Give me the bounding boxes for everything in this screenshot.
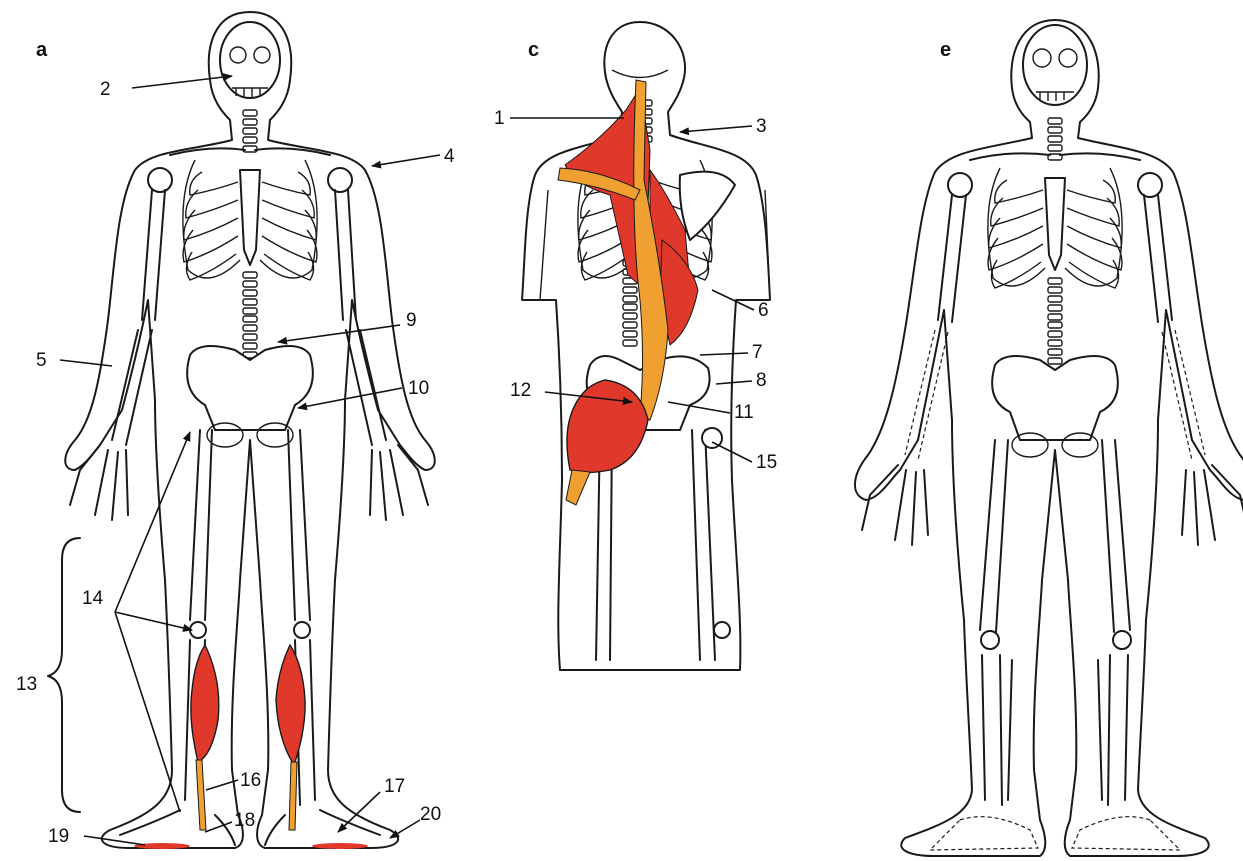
- callout-8: 8: [756, 370, 767, 391]
- achilles-tendon-right: [289, 762, 297, 830]
- panel-c-figure: [522, 22, 770, 670]
- callout-12: 12: [510, 380, 531, 401]
- callout-9: 9: [406, 310, 417, 331]
- callout-13: 13: [16, 674, 37, 695]
- callout-6: 6: [758, 300, 769, 321]
- callout-10: 10: [408, 378, 429, 399]
- callout-11: 11: [734, 402, 754, 423]
- panel-letters: a c e: [36, 39, 951, 61]
- callout-2: 2: [100, 79, 111, 100]
- calf-muscle-left: [191, 645, 219, 762]
- gluteus-tendon: [566, 470, 590, 505]
- panel-e-figure: [855, 20, 1243, 856]
- callout-4: 4: [444, 146, 455, 167]
- callout-17: 17: [384, 776, 405, 797]
- callout-16: 16: [240, 770, 261, 791]
- callout-18: 18: [234, 810, 255, 831]
- callout-14: 14: [82, 588, 104, 609]
- callout-7: 7: [752, 342, 763, 363]
- calf-muscle-right: [276, 645, 305, 765]
- panel-letter-c: c: [528, 39, 539, 61]
- callout-1: 1: [494, 108, 505, 129]
- callout-19: 19: [48, 826, 69, 847]
- callout-15: 15: [756, 452, 777, 473]
- callout-20: 20: [420, 804, 441, 825]
- panel-letter-e: e: [940, 39, 951, 61]
- achilles-tendon-left: [196, 760, 206, 830]
- skull: [220, 22, 280, 98]
- callout-3: 3: [756, 116, 767, 137]
- sternum: [240, 170, 260, 265]
- callout-5: 5: [36, 350, 47, 371]
- panel-a-figure: [65, 12, 435, 849]
- foot-arch-right: [312, 843, 368, 849]
- panel-letter-a: a: [36, 39, 48, 61]
